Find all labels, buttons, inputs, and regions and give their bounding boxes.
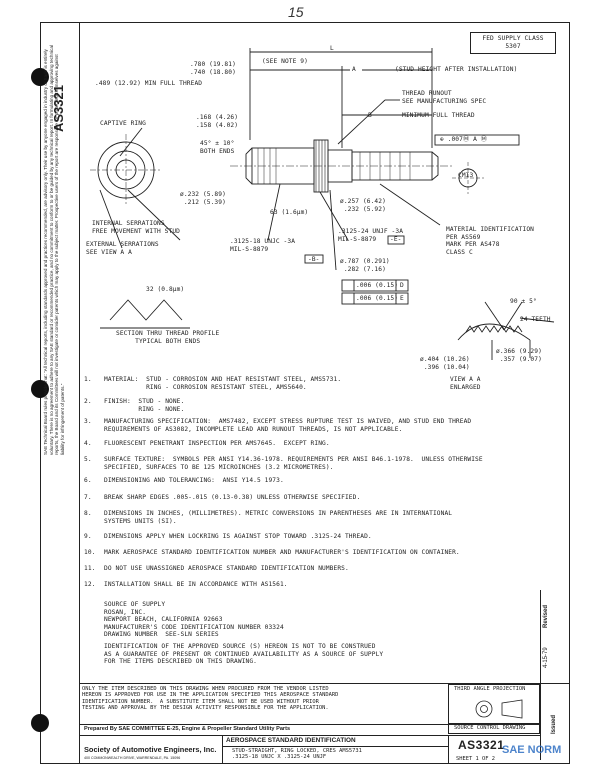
- prepared-by: Prepared By SAE COMMITTEE E-25, Engine &…: [84, 726, 291, 732]
- society-address: 400 COMMONWEALTH DRIVE, WARRENDALE, PA. …: [84, 756, 181, 760]
- margin-strip: [40, 22, 80, 764]
- angle-90: 90 ± 5°: [510, 298, 537, 305]
- tol-2-ref: E: [400, 295, 404, 302]
- note-9: DIMENSIONS APPLY WHEN LOCKRING IS AGAINS…: [104, 533, 372, 540]
- note-3: MANUFACTURING SPECIFICATION: AMS7482, EX…: [104, 418, 472, 433]
- cmi3-mark: CMI3: [458, 172, 474, 179]
- dim-168: .168 (4.26) .158 (4.02): [196, 114, 239, 129]
- dim-A: A: [352, 66, 356, 73]
- chamfer: 45° ± 10° BOTH ENDS: [200, 140, 235, 155]
- dia-366: ø.366 (9.29) .357 (9.07): [496, 348, 542, 363]
- note-4: FLUORESCENT PENETRANT INSPECTION PER AMS…: [104, 440, 330, 447]
- watermark: SAE NORM: [502, 744, 562, 756]
- stud-drawing: [90, 48, 555, 360]
- projection-symbol: [475, 699, 523, 719]
- tol-1-ref: D: [400, 282, 404, 289]
- note-12: INSTALLATION SHALL BE IN ACCORDANCE WITH…: [104, 581, 288, 588]
- external-serrations: EXTERNAL SERRATIONS SEE VIEW A A: [86, 241, 159, 256]
- title-header: AEROSPACE STANDARD IDENTIFICATION: [226, 737, 356, 744]
- min-full-thread: MINIMUM FULL THREAD: [402, 112, 475, 119]
- sheet-number: SHEET 1 OF 2: [456, 756, 495, 762]
- captive-ring: CAPTIVE RING: [100, 120, 146, 127]
- dim-489: .489 (12.92) MIN FULL THREAD: [95, 80, 203, 87]
- issued-date: 4-15-79: [543, 647, 549, 668]
- source-control-label: SOURCE CONTROL DRAWING: [454, 725, 526, 731]
- title-divider: [222, 746, 448, 747]
- note-10: MARK AEROSPACE STANDARD IDENTIFICATION N…: [104, 549, 460, 556]
- only-item-statement: ONLY THE ITEM DESCRIBED ON THIS DRAWING …: [82, 686, 339, 712]
- third-angle-box: [448, 684, 540, 724]
- dim-B: B: [368, 112, 372, 119]
- note-8: DIMENSIONS IN INCHES, (MILLIMETRES). MET…: [104, 510, 453, 525]
- teeth-count: 24 TEETH: [520, 316, 551, 323]
- position-tolerance: ⊕ .007Ⓜ A Ⓜ: [440, 136, 488, 143]
- material-identification: MATERIAL IDENTIFICATION PER AS569 MARK P…: [446, 226, 534, 256]
- thread-3125-24: .3125-24 UNJF -3A MIL-S-8879: [338, 228, 404, 243]
- title-block-divider: [80, 683, 570, 684]
- thread-E-box: -E-: [390, 236, 402, 243]
- title-description: STUD-STRAIGHT, RING LOCKED, CRES AMS5731…: [232, 748, 362, 761]
- thread-runout: THREAD RUNOUT SEE MANUFACTURING SPEC: [402, 90, 487, 105]
- issued-label: Issued: [551, 714, 557, 734]
- dia-404: ø.404 (10.26) .396 (10.04): [420, 356, 470, 371]
- stud-height: (STUD HEIGHT AFTER INSTALLATION): [395, 66, 518, 73]
- note-1: MATERIAL: STUD - CORROSION AND HEAT RESI…: [104, 376, 342, 391]
- third-angle-label: THIRD ANGLE PROJECTION: [454, 686, 526, 692]
- note-5: SURFACE TEXTURE: SYMBOLS PER ANSI Y14.36…: [104, 456, 483, 471]
- doc-number: AS3321: [458, 738, 505, 752]
- bottom-divider: [80, 724, 448, 725]
- note-11: DO NOT USE UNASSIGNED AEROSPACE STANDARD…: [104, 565, 349, 572]
- identification-statement: IDENTIFICATION OF THE APPROVED SOURCE (S…: [104, 643, 384, 666]
- dia-232: ø.232 (5.89) .212 (5.39): [180, 191, 226, 206]
- finish-32: 32 (0.8μm): [146, 286, 185, 293]
- thread-3125-18: .3125-18 UNJC -3A MIL-S-8879: [230, 238, 296, 253]
- section-label: SECTION THRU THREAD PROFILE TYPICAL BOTH…: [116, 330, 220, 345]
- legal-disclaimer: SAE Technical Board rules provide that: …: [43, 45, 65, 455]
- view-aa-label: VIEW A A ENLARGED: [450, 376, 481, 391]
- binder-hole: [31, 380, 49, 398]
- society-name: Society of Automotive Engineers, Inc.: [84, 745, 217, 754]
- note-2: FINISH: STUD - NONE. RING - NONE.: [104, 398, 185, 413]
- source-control-box: [448, 724, 540, 734]
- fed-supply-class: FED SUPPLY CLASS 5307: [470, 32, 556, 54]
- handwritten-mark: 15: [288, 4, 304, 20]
- finish-63: 63 (1.6μm): [270, 209, 309, 216]
- note-7: BREAK SHARP EDGES .005-.015 (0.13-0.38) …: [104, 494, 361, 501]
- thread-B-box: -B-: [308, 256, 320, 263]
- see-note-9: (SEE NOTE 9): [262, 58, 308, 65]
- bottom-divider-2: [80, 735, 540, 736]
- note-6: DIMENSIONING AND TOLERANCING: ANSI Y14.5…: [104, 477, 284, 484]
- revision-strip: [540, 590, 559, 760]
- society-vdivider: [222, 735, 223, 764]
- dia-787: ø.787 (0.291) .282 (7.16): [340, 258, 390, 273]
- tol-1-value: .006 (0.15): [356, 282, 399, 289]
- tol-2-value: .006 (0.15): [356, 295, 399, 302]
- dim-L: L: [330, 45, 334, 52]
- binder-hole: [31, 68, 49, 86]
- dim-780: .780 (19.81) .740 (18.80): [190, 61, 236, 76]
- source-of-supply: SOURCE OF SUPPLY ROSAN, INC. NEWPORT BEA…: [104, 601, 284, 639]
- notes-section: 1.MATERIAL: STUD - CORROSION AND HEAT RE…: [84, 376, 483, 588]
- binder-hole: [31, 714, 49, 732]
- internal-serrations: INTERNAL SERRATIONS FREE MOVEMENT WITH S…: [92, 220, 180, 235]
- revised-label: Revised: [543, 604, 549, 628]
- dia-257: ø.257 (6.42) .232 (5.92): [340, 198, 386, 213]
- docnum-vdivider: [448, 735, 449, 764]
